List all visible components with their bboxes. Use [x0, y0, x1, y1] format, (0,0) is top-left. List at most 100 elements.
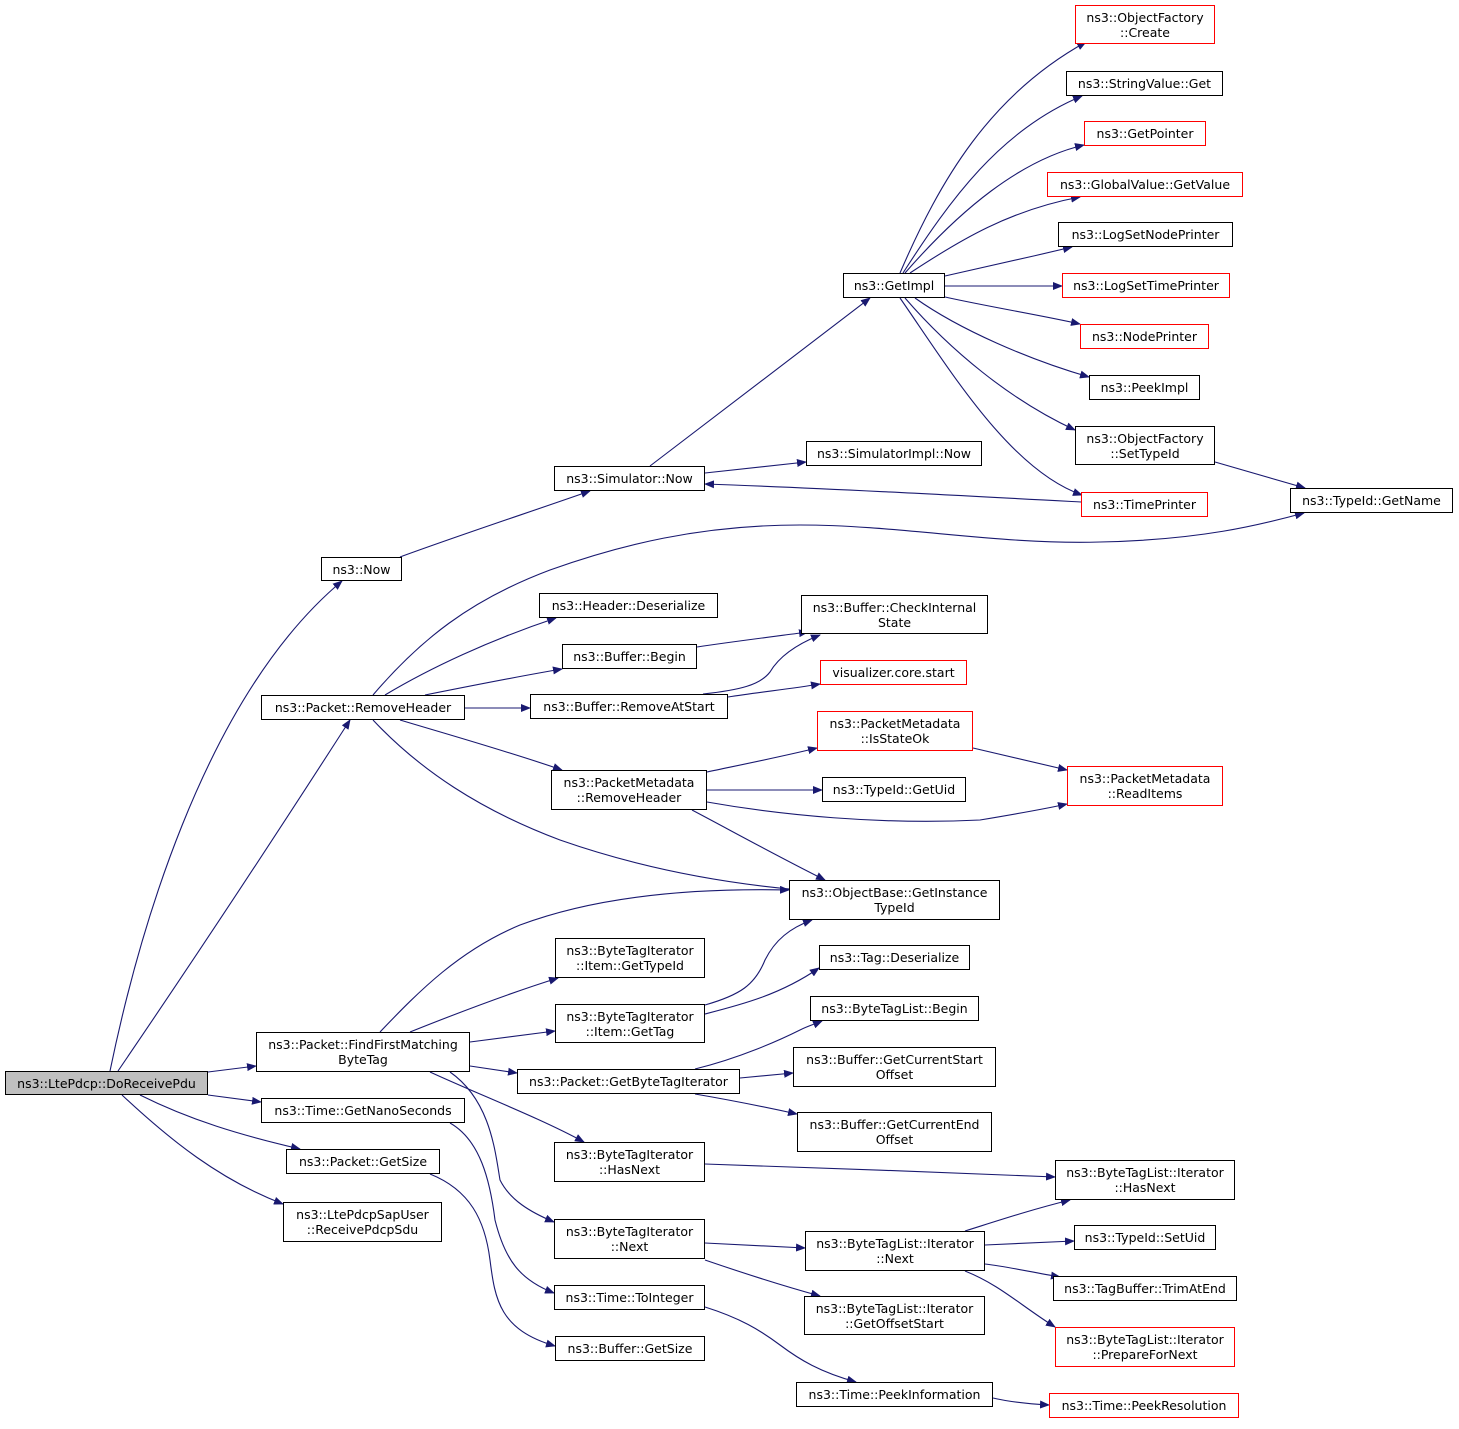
node-packetmetadata-removeheader[interactable]: ns3::PacketMetadata::RemoveHeader — [551, 770, 707, 810]
node-label-line: ns3::Now — [332, 561, 391, 577]
node-logsetnodeprinter[interactable]: ns3::LogSetNodePrinter — [1058, 222, 1233, 247]
node-label-line: ns3::GetImpl — [853, 278, 935, 293]
node-bytetagiterator-item-gettypeid[interactable]: ns3::ByteTagIterator::Item::GetTypeId — [555, 938, 705, 978]
node-label-line: ns3::Packet::RemoveHeader — [274, 700, 452, 715]
node-time-peekinformation[interactable]: ns3::Time::PeekInformation — [796, 1382, 993, 1407]
node-label-line: ns3::ByteTagIterator — [566, 943, 694, 958]
node-label-line: ns3::Time::PeekInformation — [808, 1387, 981, 1402]
node-simulator-now[interactable]: ns3::Simulator::Now — [554, 466, 705, 491]
node-header-deserialize[interactable]: ns3::Header::Deserialize — [539, 593, 718, 618]
node-label-line: ::Next — [610, 1239, 649, 1254]
edge-bytetagiterator-hasnext-to-bytetaglist-iterator-hasnext — [704, 1163, 1056, 1181]
node-time-tointeger[interactable]: ns3::Time::ToInteger — [554, 1285, 705, 1310]
node-globalvalue-getvalue[interactable]: ns3::GlobalValue::GetValue — [1047, 172, 1243, 197]
edge-simulator-now-to-simulatorimpl-now — [704, 458, 807, 474]
node-logsettimeprinter[interactable]: ns3::LogSetTimePrinter — [1062, 273, 1230, 298]
node-visualizer-core-start[interactable]: visualizer.core.start — [820, 660, 967, 685]
edge-do-receive-pdu-to-packet-findfirstmatchingbytetag — [207, 1063, 257, 1073]
node-bytetagiterator-hasnext[interactable]: ns3::ByteTagIterator::HasNext — [554, 1142, 705, 1182]
edge-packet-findfirstmatchingbytetag-to-bytetagiterator-item-gettypeid — [409, 976, 559, 1033]
node-label-line: ns3::Packet::GetSize — [298, 1154, 428, 1169]
node-simulatorimpl-now[interactable]: ns3::SimulatorImpl::Now — [806, 441, 982, 466]
edge-packet-removeheader-to-header-deserialize — [384, 617, 557, 696]
node-bytetaglist-iterator-getoffsetstart[interactable]: ns3::ByteTagList::Iterator::GetOffsetSta… — [804, 1296, 985, 1335]
node-buffer-begin[interactable]: ns3::Buffer::Begin — [562, 644, 697, 669]
edge-simulator-now-to-get-impl — [649, 297, 871, 467]
node-label-line: ::Item::GetTypeId — [576, 958, 684, 973]
edge-get-impl-to-nodeprinter — [944, 296, 1081, 326]
node-bytetagiterator-next[interactable]: ns3::ByteTagIterator::Next — [554, 1219, 705, 1259]
node-label-line: ns3::Packet::GetByteTagIterator — [529, 1074, 728, 1089]
edge-packet-getbytetagiterator-to-bytetaglist-begin — [694, 1020, 823, 1070]
node-label-line: ::GetOffsetStart — [845, 1315, 944, 1331]
node-now[interactable]: ns3::Now — [321, 557, 402, 581]
node-peekimpl[interactable]: ns3::PeekImpl — [1089, 375, 1200, 400]
node-label-line: ns3::PacketMetadata — [829, 716, 961, 731]
node-time-peekresolution[interactable]: ns3::Time::PeekResolution — [1049, 1393, 1239, 1418]
node-objectfactory-create[interactable]: ns3::ObjectFactory::Create — [1075, 5, 1215, 44]
node-label-line: ::Item::GetTag — [585, 1023, 675, 1039]
node-label-line: ns3::ByteTagIterator — [565, 1147, 694, 1162]
node-typeid-getuid[interactable]: ns3::TypeId::GetUid — [822, 777, 966, 802]
node-bytetagiterator-item-gettag[interactable]: ns3::ByteTagIterator::Item::GetTag — [555, 1004, 705, 1043]
node-typeid-setuid[interactable]: ns3::TypeId::SetUid — [1074, 1225, 1216, 1250]
node-get-impl[interactable]: ns3::GetImpl — [843, 273, 945, 298]
node-label-line: ::ReadItems — [1107, 786, 1183, 801]
node-objectfactory-settypeid[interactable]: ns3::ObjectFactory::SetTypeId — [1075, 426, 1215, 465]
node-timeprinter[interactable]: ns3::TimePrinter — [1081, 492, 1208, 517]
node-label-line: ns3::ByteTagList::Iterator — [815, 1300, 974, 1316]
node-bytetaglist-iterator-preparefornext[interactable]: ns3::ByteTagList::Iterator::PrepareForNe… — [1055, 1327, 1235, 1367]
node-bytetaglist-iterator-next[interactable]: ns3::ByteTagList::Iterator::Next — [805, 1231, 985, 1271]
node-label-line: ns3::ByteTagList::Begin — [821, 1001, 968, 1016]
edge-objectfactory-settypeid-to-typeid-getname — [1214, 461, 1306, 490]
node-time-getnanoseconds[interactable]: ns3::Time::GetNanoSeconds — [261, 1098, 465, 1123]
edge-packet-findfirstmatchingbytetag-to-bytetagiterator-next — [449, 1071, 555, 1223]
edge-do-receive-pdu-to-time-getnanoseconds — [207, 1094, 262, 1105]
node-label-line: ns3::Buffer::GetCurrentStart — [806, 1052, 983, 1067]
node-label-line: TypeId — [874, 900, 915, 915]
node-tag-deserialize[interactable]: ns3::Tag::Deserialize — [819, 945, 970, 970]
edge-bytetaglist-iterator-next-to-typeid-setuid — [984, 1237, 1075, 1246]
edge-bytetagiterator-item-gettag-to-objectbase-getinstancetypeid — [704, 919, 813, 1006]
node-packet-removeheader[interactable]: ns3::Packet::RemoveHeader — [261, 695, 465, 720]
node-label-line: ns3::Header::Deserialize — [551, 598, 706, 613]
edge-packet-findfirstmatchingbytetag-to-packet-getbytetagiterator — [469, 1065, 518, 1076]
edge-packet-getsize-to-buffer-getsize — [429, 1173, 556, 1348]
node-ltepdcpsapuser-receivepdcpsdu[interactable]: ns3::LtePdcpSapUser::ReceivePdcpSdu — [283, 1202, 442, 1242]
node-label-line: ::IsStateOk — [860, 731, 930, 746]
node-packetmetadata-readitems[interactable]: ns3::PacketMetadata::ReadItems — [1067, 766, 1223, 806]
node-stringvalue-get[interactable]: ns3::StringValue::Get — [1066, 71, 1223, 96]
node-nodeprinter[interactable]: ns3::NodePrinter — [1080, 324, 1209, 349]
node-label-line: ns3::Buffer::GetCurrentEnd — [809, 1117, 980, 1132]
edge-do-receive-pdu-to-packet-getsize — [139, 1094, 301, 1151]
node-packetmetadata-isstateok[interactable]: ns3::PacketMetadata::IsStateOk — [817, 711, 973, 751]
edge-timeprinter-to-simulator-now — [704, 480, 1082, 503]
edge-packetmetadata-isstateok-to-packetmetadata-readitems — [972, 747, 1068, 772]
node-label-line: Offset — [875, 1067, 914, 1082]
node-buffer-getsize[interactable]: ns3::Buffer::GetSize — [555, 1336, 705, 1361]
node-label-line: ::Create — [1120, 24, 1170, 40]
node-typeid-getname[interactable]: ns3::TypeId::GetName — [1290, 488, 1453, 513]
node-packet-getbytetagiterator[interactable]: ns3::Packet::GetByteTagIterator — [517, 1069, 740, 1094]
node-label-line: ::RemoveHeader — [576, 790, 682, 805]
node-packet-getsize[interactable]: ns3::Packet::GetSize — [286, 1149, 440, 1174]
node-bytetaglist-iterator-hasnext[interactable]: ns3::ByteTagList::Iterator::HasNext — [1055, 1160, 1235, 1200]
node-label-line: ns3::Time::ToInteger — [565, 1290, 694, 1305]
edge-do-receive-pdu-to-ltepdcpsapuser-receivepdcpsdu — [121, 1094, 284, 1205]
node-label-line: ByteTag — [338, 1052, 388, 1067]
node-tagbuffer-trimatend[interactable]: ns3::TagBuffer::TrimAtEnd — [1053, 1276, 1237, 1301]
node-bytetaglist-begin[interactable]: ns3::ByteTagList::Begin — [810, 996, 979, 1021]
node-do-receive-pdu: ns3::LtePdcp::DoReceivePdu — [5, 1071, 208, 1095]
node-label-line: ns3::LogSetTimePrinter — [1073, 278, 1219, 293]
node-label-line: ::Next — [876, 1251, 914, 1266]
node-get-pointer[interactable]: ns3::GetPointer — [1084, 121, 1206, 146]
node-buffer-removeatstart[interactable]: ns3::Buffer::RemoveAtStart — [530, 694, 728, 719]
node-label-line: ns3::Buffer::Begin — [573, 649, 686, 664]
